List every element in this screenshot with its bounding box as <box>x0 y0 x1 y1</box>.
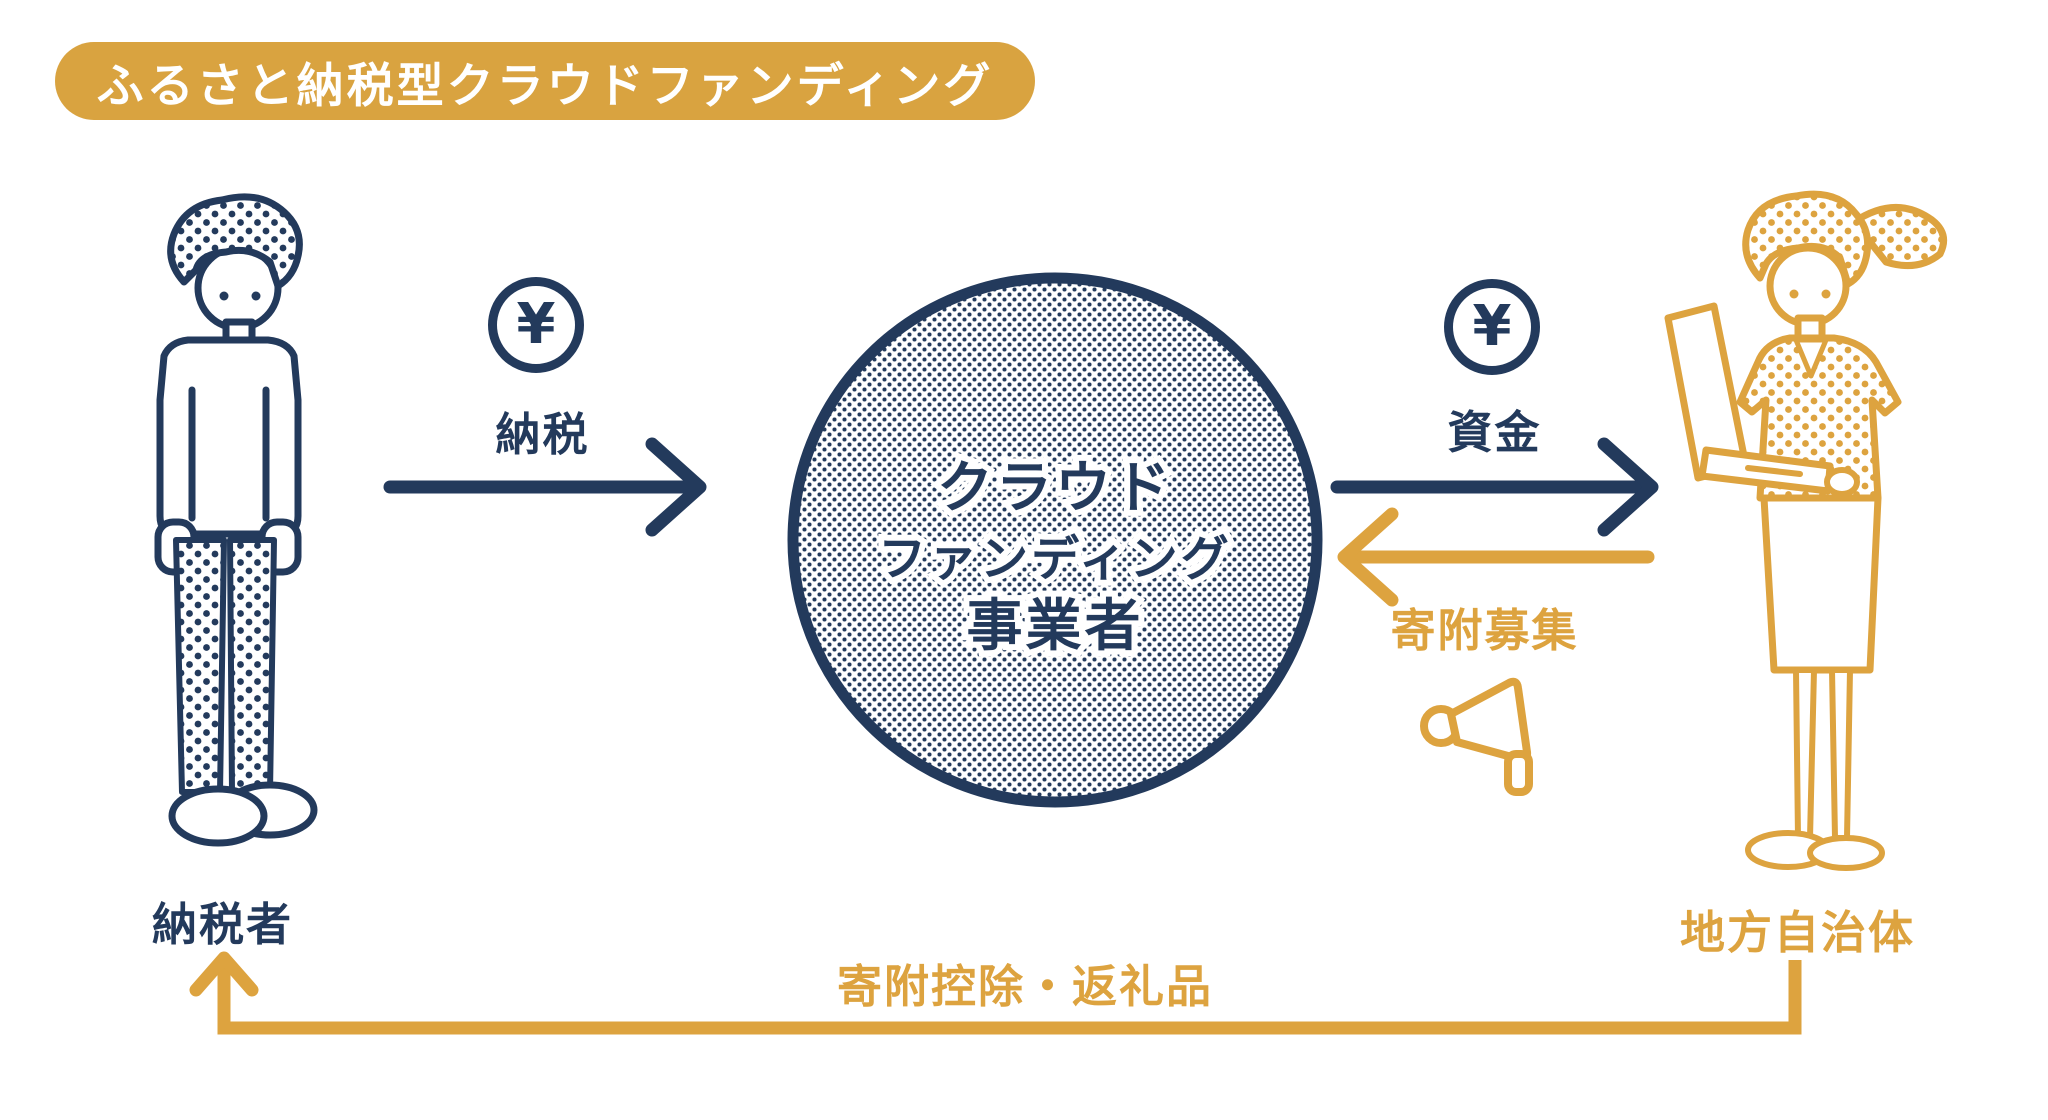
taxpayer-eye-right <box>251 291 261 301</box>
crowdfunding-circle: クラウド ファンディング 事業者 <box>787 272 1323 808</box>
taxpayer-sweater <box>156 336 302 538</box>
tax-yen-icon: ¥ <box>488 277 584 373</box>
donation-call-arrow-head <box>1337 507 1399 607</box>
municipality-leg-right <box>1829 667 1853 841</box>
crowdfunding-line2: ファンディング <box>878 531 1232 587</box>
municipality-hair <box>1742 190 1872 288</box>
municipality-figure <box>1664 190 1948 871</box>
tax-flow-label: 納税 <box>495 408 590 461</box>
municipality-shoe-right <box>1807 835 1885 871</box>
municipality-eye-left <box>1789 289 1799 299</box>
municipality-eye-right <box>1821 289 1831 299</box>
crowdfunding-circle-shape <box>787 272 1323 808</box>
return-flow-arrow-head <box>189 951 259 997</box>
laptop-keyboard-line <box>1745 465 1803 477</box>
municipality-skirt <box>1760 494 1882 674</box>
taxpayer-shoe-left <box>168 785 268 847</box>
funds-flow-label: 資金 <box>1447 406 1542 459</box>
title-badge-label: ふるさと納税型クラウドファンディング <box>96 58 994 114</box>
megaphone-icon <box>1420 677 1533 796</box>
municipality-hand <box>1824 467 1860 497</box>
crowdfunding-line3: 事業者 <box>967 594 1144 659</box>
municipality-collar <box>1793 337 1829 379</box>
donation-call-label: 寄附募集 <box>1390 604 1579 657</box>
taxpayer-pants-left <box>173 537 227 795</box>
funds-yen-icon: ¥ <box>1444 279 1540 375</box>
taxpayer-label: 納税者 <box>151 898 293 951</box>
crowdfunding-line1: クラウド <box>937 456 1173 521</box>
taxpayer-eye-left <box>219 291 229 301</box>
funds-yen-symbol: ¥ <box>1472 294 1512 359</box>
return-flow-label: 寄附控除・返礼品 <box>836 960 1213 1013</box>
municipality-ponytail <box>1850 204 1948 270</box>
taxpayer-hair <box>167 193 303 290</box>
tax-arrow-head <box>645 437 707 537</box>
municipality-leg-left <box>1793 667 1817 841</box>
title-badge: ふるさと納税型クラウドファンディング <box>55 42 1035 120</box>
taxpayer-pants-right <box>227 537 277 795</box>
tax-yen-symbol: ¥ <box>516 292 556 357</box>
funds-arrow-head <box>1597 437 1659 537</box>
municipality-label: 地方自治体 <box>1679 906 1915 959</box>
municipality-face <box>1766 244 1850 328</box>
taxpayer-figure <box>154 193 318 847</box>
